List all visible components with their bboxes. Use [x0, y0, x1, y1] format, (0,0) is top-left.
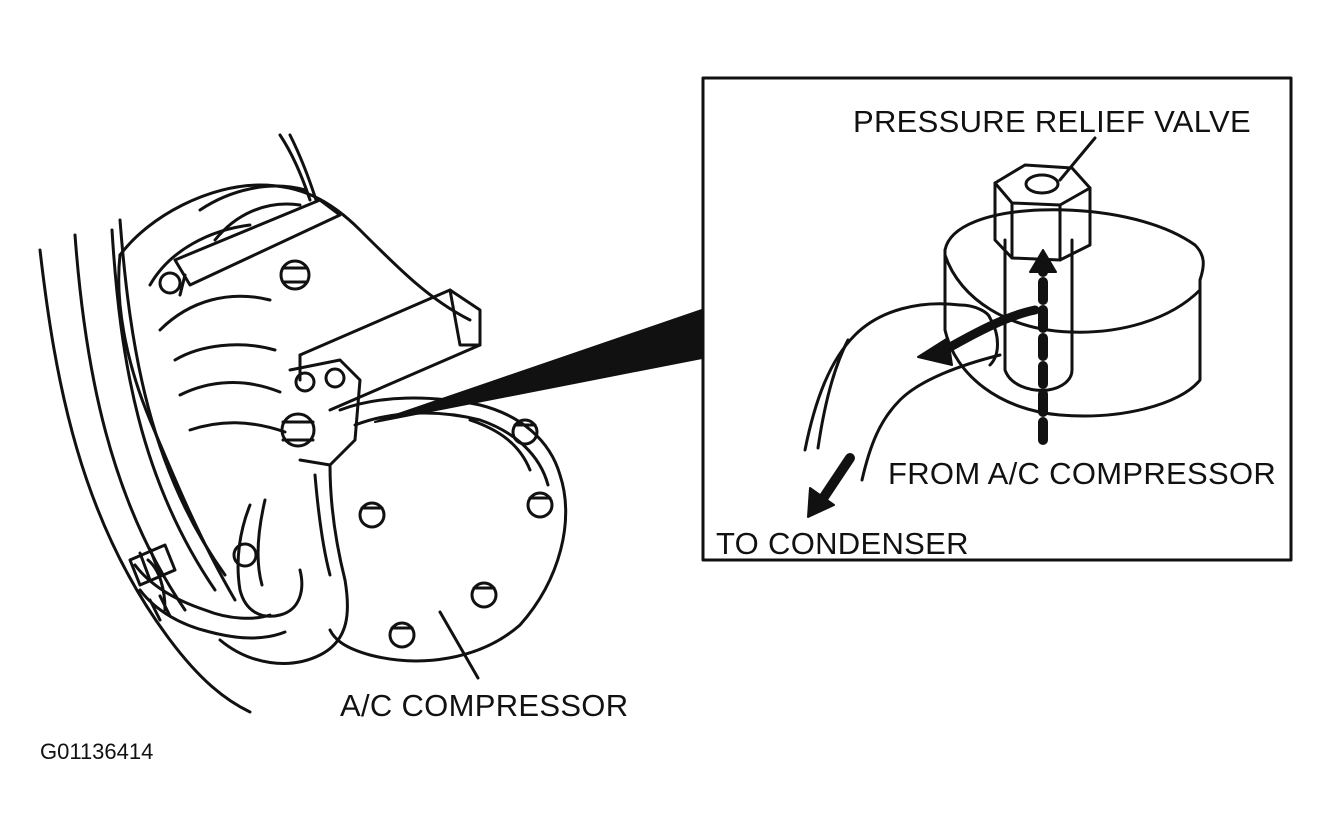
leader-pressure-relief-valve [1058, 136, 1097, 182]
relief-valve-housing [943, 208, 1205, 418]
label-from-compressor: FROM A/C COMPRESSOR [888, 456, 1277, 491]
label-pressure-relief-valve: PRESSURE RELIEF VALVE [853, 104, 1251, 139]
label-to-condenser: TO CONDENSER [716, 526, 969, 561]
detail-inset-frame [701, 76, 1293, 562]
figure-code: G01136414 [40, 739, 154, 764]
label-ac-compressor: A/C COMPRESSOR [340, 688, 629, 723]
callout-pointer [374, 309, 703, 423]
refrigerant-hoses [38, 133, 318, 714]
ac-compressor-drawing [117, 183, 568, 665]
leader-ac-compressor [438, 610, 480, 680]
outlet-tube [803, 302, 1002, 482]
hex-nut-icon [993, 163, 1092, 262]
flow-arrows [807, 249, 1057, 518]
